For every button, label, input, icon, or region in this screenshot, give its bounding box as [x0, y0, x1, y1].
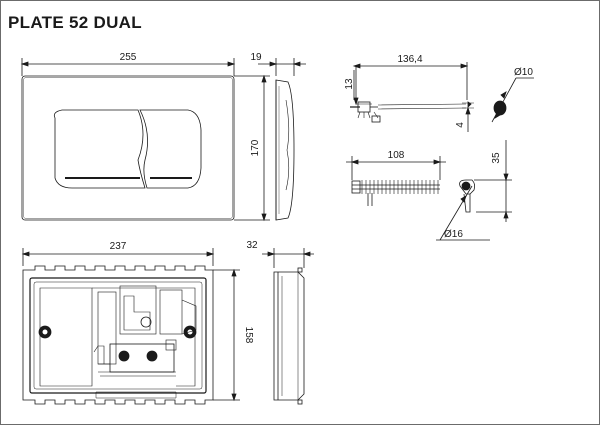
dim-sleeve-offset	[474, 140, 512, 222]
frame-side-view	[273, 267, 305, 405]
plate-front-view	[21, 75, 235, 221]
dim-sleeve-diameter-label: Ø16	[444, 229, 463, 240]
knob-drawing	[491, 77, 534, 123]
dim-rod-offset	[353, 66, 372, 106]
frame-rear-view	[22, 265, 214, 405]
sleeve-drawing	[351, 180, 440, 206]
dim-frame-height-label: 158	[243, 327, 254, 344]
dim-plate-width	[20, 58, 236, 76]
dim-frame-depth-label: 32	[246, 240, 258, 251]
dim-knob-diameter-label: Ø10	[514, 67, 533, 78]
dim-sleeve-length-label: 108	[388, 150, 405, 161]
dim-rod-length-label: 136,4	[397, 54, 422, 65]
plate-side-view	[275, 79, 295, 221]
dim-frame-width-label: 237	[110, 241, 127, 252]
dim-sleeve-offset-label: 35	[491, 152, 502, 164]
drawing-title: PLATE 52 DUAL	[8, 13, 142, 32]
dim-rod-length	[352, 62, 469, 100]
sleeve-end-drawing	[459, 179, 476, 213]
dim-rod-tip	[462, 102, 474, 132]
dim-rod-tip-label: 4	[455, 122, 466, 128]
dim-plate-width-label: 255	[120, 52, 137, 63]
dim-rod-offset-label: 13	[344, 78, 355, 90]
dim-sleeve-diameter	[436, 185, 490, 241]
dim-frame-depth	[262, 248, 314, 268]
dim-plate-depth-label: 19	[250, 52, 262, 63]
dim-plate-height	[234, 74, 270, 222]
dim-frame-height	[213, 268, 240, 402]
dim-frame-width	[21, 248, 215, 266]
rod-drawing	[350, 101, 472, 123]
dim-plate-depth	[258, 58, 306, 76]
dim-plate-height-label: 170	[250, 139, 261, 156]
dim-sleeve-length	[346, 156, 446, 180]
